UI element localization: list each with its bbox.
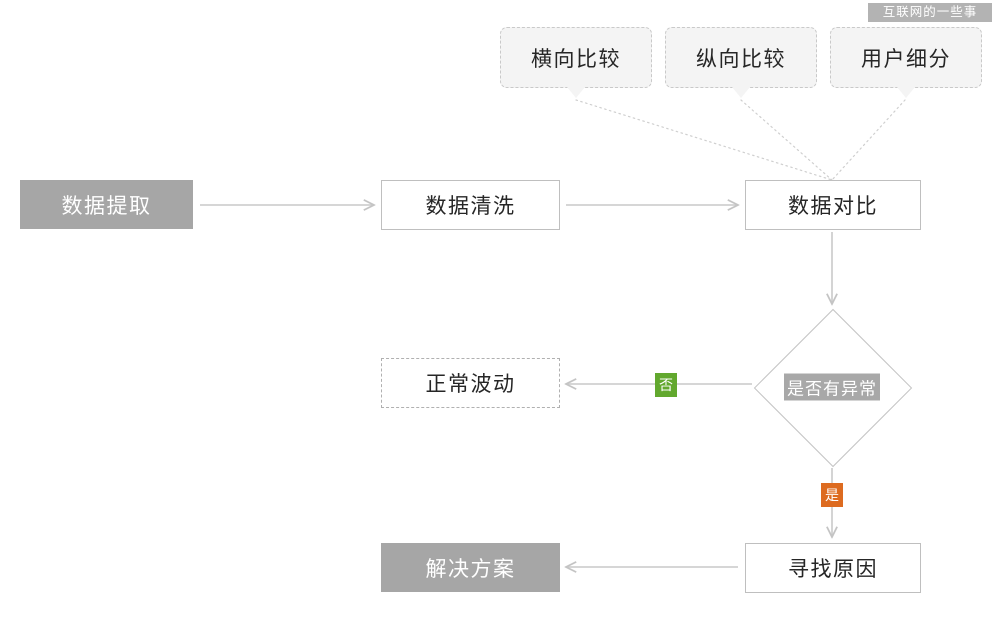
- dotted-leader-vertical: [740, 99, 833, 181]
- branch-badge-label: 是: [825, 487, 839, 503]
- bubble-tail-icon: [732, 87, 750, 98]
- node-normal-fluctuation[interactable]: 正常波动: [381, 358, 560, 408]
- bubble-tail-icon: [897, 87, 915, 98]
- bubble-user-segmentation[interactable]: 用户细分: [830, 27, 982, 98]
- node-label: 数据清洗: [425, 195, 516, 218]
- node-solution[interactable]: 解决方案: [381, 543, 560, 592]
- node-label: 正常波动: [425, 373, 516, 396]
- diamond-label: 是否有异常: [784, 373, 880, 401]
- node-label: 数据对比: [788, 195, 878, 218]
- bubble-horizontal-comparison[interactable]: 横向比较: [500, 27, 652, 98]
- bubble-tail-icon: [567, 87, 585, 98]
- node-data-comparison[interactable]: 数据对比: [745, 180, 921, 230]
- bubble-vertical-comparison[interactable]: 纵向比较: [665, 27, 817, 98]
- bubble-label: 横向比较: [531, 47, 621, 71]
- node-label: 寻找原因: [788, 558, 878, 581]
- node-decision-anomaly[interactable]: 是否有异常: [753, 308, 913, 468]
- dotted-leader-segment: [831, 99, 906, 181]
- branch-badge-label: 否: [659, 377, 673, 393]
- node-data-extraction[interactable]: 数据提取: [20, 180, 193, 229]
- node-find-cause[interactable]: 寻找原因: [745, 543, 921, 593]
- bubble-label: 用户细分: [861, 47, 951, 71]
- branch-badge-no: 否: [655, 373, 677, 397]
- watermark-label: 互联网的一些事: [868, 3, 992, 22]
- dotted-leader-group: [575, 99, 906, 181]
- dotted-leader-horizontal: [575, 99, 833, 181]
- node-label: 数据提取: [61, 194, 152, 218]
- branch-badge-yes: 是: [821, 483, 843, 507]
- node-label: 解决方案: [425, 557, 516, 581]
- bubble-label: 纵向比较: [696, 47, 786, 71]
- node-data-cleaning[interactable]: 数据清洗: [381, 180, 560, 230]
